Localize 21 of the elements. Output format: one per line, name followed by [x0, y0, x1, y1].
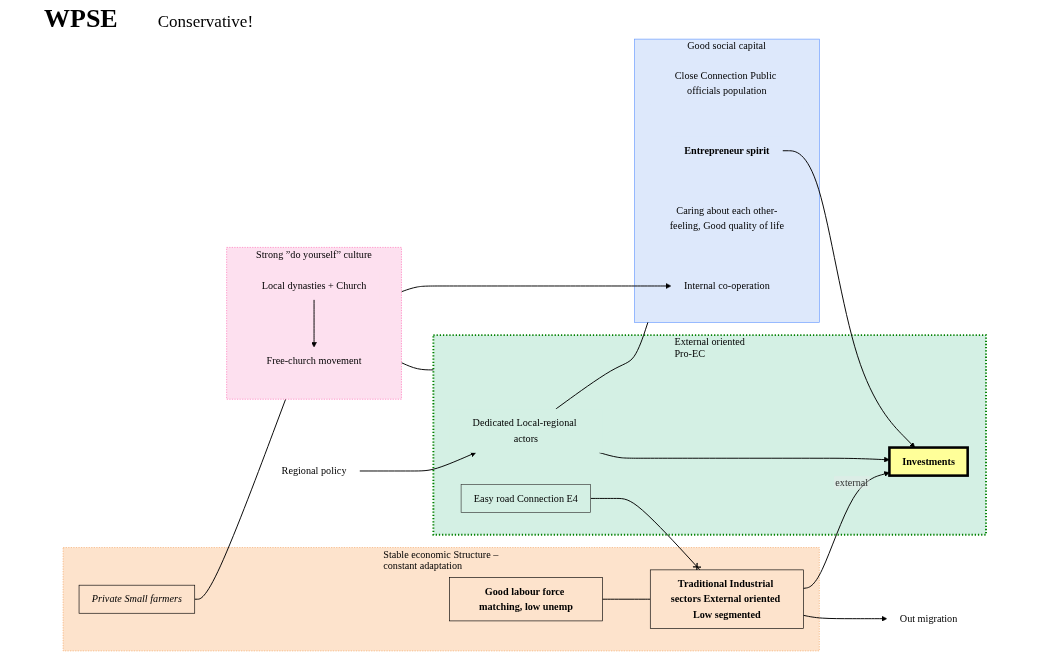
connector	[555, 321, 649, 410]
node-box: Traditional Industrial sectors External oriented Low segmented	[649, 569, 804, 629]
connector	[400, 362, 434, 371]
node-text: Close Connection Public officials population	[674, 69, 777, 96]
node-text: Entrepreneur spirit	[684, 145, 770, 156]
node-text: Free-church movement	[266, 355, 362, 367]
node-text: Out migration	[899, 612, 958, 624]
note-text: Conservative!	[157, 12, 254, 31]
node-text: Local dynasties + Church	[261, 279, 367, 291]
node-box: Easy road Connection E4	[460, 484, 591, 513]
node-box: Good labour force matching, low unemp	[448, 577, 603, 622]
node-text: Caring about each other-feeling, Good quality of life	[669, 204, 784, 232]
node-box: Investments	[888, 446, 969, 477]
node-text: Regional policy	[281, 465, 347, 477]
diagram-title: WPSE	[44, 4, 118, 34]
node-text: Dedicated Local-regional actors	[472, 417, 577, 444]
connector	[601, 598, 651, 600]
node-box: Private Small farmers	[78, 584, 195, 614]
connector	[194, 398, 287, 600]
edge-label: external	[835, 477, 869, 489]
node-text: Internal co-operation	[683, 280, 770, 292]
